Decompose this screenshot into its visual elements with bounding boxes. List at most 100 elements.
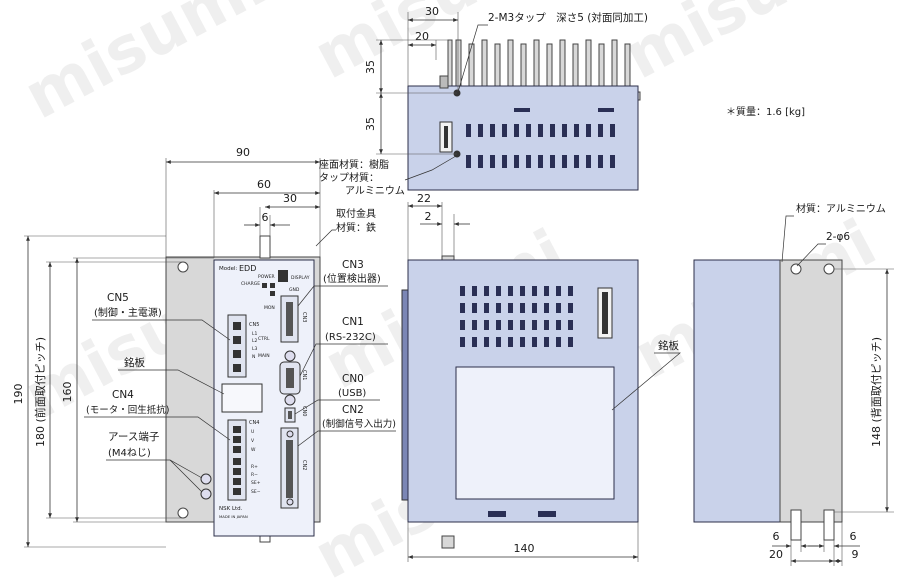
dim-side-22: 22 xyxy=(417,192,431,205)
svg-text:L3: L3 xyxy=(252,346,258,352)
vent-slot xyxy=(562,155,567,168)
vent-slot xyxy=(520,286,525,296)
vent-slot xyxy=(586,124,591,137)
mass-note: ＊質量：1.6 [kg] xyxy=(726,105,805,118)
vent-slot xyxy=(568,320,573,330)
svg-text:U: U xyxy=(251,429,254,435)
vent-slot xyxy=(460,320,465,330)
mount-hole xyxy=(177,261,189,273)
panel-brand: NSK Ltd. xyxy=(219,506,243,512)
vent-slot xyxy=(514,124,519,137)
svg-text:W: W xyxy=(251,447,256,453)
heatsink-fin xyxy=(494,43,501,93)
vent-slot xyxy=(538,155,543,168)
vent-slot xyxy=(466,124,471,137)
label-mount-bracket: 取付金具 xyxy=(336,207,376,220)
vent-slot xyxy=(490,155,495,168)
vent-slot xyxy=(610,155,615,168)
vent-slot xyxy=(520,337,525,347)
label-tap: 2-M3タップ 深さ5 (対面同加工) xyxy=(488,11,648,24)
back-hole xyxy=(790,263,802,275)
label-side-nameplate: 銘板 xyxy=(658,339,679,352)
heatsink-fin xyxy=(559,39,566,93)
seven-seg-display xyxy=(278,270,288,282)
watermark-text: misumi xyxy=(613,0,878,94)
heatsink-fin xyxy=(481,39,488,93)
vent-slot xyxy=(514,155,519,168)
vent-slot xyxy=(520,320,525,330)
vent-slot xyxy=(568,337,573,347)
vent-slot xyxy=(460,337,465,347)
label-cn5: CN5 xyxy=(107,292,129,304)
vent-slot xyxy=(508,320,513,330)
dim-back-9: 9 xyxy=(852,548,859,561)
panel-charge-label: CHARGE xyxy=(241,281,260,287)
top-slot xyxy=(259,235,271,259)
vent-slot xyxy=(460,303,465,313)
vent-slot xyxy=(484,303,489,313)
heatsink-fin xyxy=(507,39,514,93)
vent-slot xyxy=(550,124,555,137)
svg-text:V: V xyxy=(251,438,255,444)
vent-slot xyxy=(520,303,525,313)
heatsink-fin xyxy=(611,39,618,93)
vent-slot xyxy=(472,286,477,296)
panel-cn5-label: CN5 xyxy=(249,322,259,328)
vent-slot xyxy=(556,303,561,313)
label-cn3: CN3 xyxy=(342,259,364,271)
back-mount-plate xyxy=(779,259,843,523)
back-slot xyxy=(790,509,802,541)
panel-cn1-label: CN1 xyxy=(301,370,307,380)
label-seat-material: 座面材質：樹脂 xyxy=(319,158,389,171)
heatsink-fin xyxy=(520,43,527,93)
heatsink-fin xyxy=(624,43,631,93)
vent-slot xyxy=(544,337,549,347)
panel-display-label: DISPLAY xyxy=(291,275,310,281)
svg-text:L2: L2 xyxy=(252,338,258,344)
dim-front-width-60: 60 xyxy=(257,178,271,191)
svg-text:R+: R+ xyxy=(251,464,258,470)
heatsink-fin xyxy=(572,43,579,93)
vent-slot xyxy=(562,124,567,137)
dim-front-height-190: 190 xyxy=(12,384,25,405)
dim-top-20: 20 xyxy=(415,30,429,43)
heatsink-fin xyxy=(546,43,553,93)
dim-front-height-160: 160 xyxy=(61,382,74,403)
back-body xyxy=(693,259,781,523)
dim-back-148: 148 (背面取付ピッチ) xyxy=(869,337,883,447)
vent-slot xyxy=(598,124,603,137)
vent-slot xyxy=(532,337,537,347)
svg-text:SE+: SE+ xyxy=(251,480,261,486)
vent-slot xyxy=(472,337,477,347)
dim-side-2: 2 xyxy=(425,210,432,223)
earth-screw xyxy=(200,473,212,485)
back-slot xyxy=(823,509,835,541)
mount-hole xyxy=(177,507,189,519)
label-mount-material: 材質：鉄 xyxy=(336,221,376,234)
panel-main-label: MAIN xyxy=(258,353,270,359)
side-nameplate xyxy=(455,366,615,500)
label-earth-terminal: アース端子 xyxy=(108,430,159,443)
heatsink-fin xyxy=(585,39,592,93)
back-hole xyxy=(823,263,835,275)
vent-slot xyxy=(532,286,537,296)
vent-slot xyxy=(556,320,561,330)
vent-slot xyxy=(610,124,615,137)
vent-slot xyxy=(472,303,477,313)
dim-front-width-90: 90 xyxy=(236,146,250,159)
label-cn1: CN1 xyxy=(342,316,364,328)
label-cn0: CN0 xyxy=(342,373,364,385)
svg-text:N: N xyxy=(252,354,255,360)
label-tap-material-2: アルミニウム xyxy=(345,185,405,197)
panel-mon-label: MON xyxy=(264,305,275,311)
vent-slot xyxy=(556,286,561,296)
vent-slot xyxy=(496,286,501,296)
dim-back-20: 20 xyxy=(769,548,783,561)
panel-model-label: Model: xyxy=(219,266,238,272)
svg-text:R−: R− xyxy=(251,472,258,478)
dim-front-width-30: 30 xyxy=(283,192,297,205)
back-view: 材質：アルミニウム 2-φ6 148 (背面取付ピッチ) 6 6 20 9 xyxy=(693,202,894,566)
top-view: 30 20 35 35 2-M3タップ 深さ5 (対面同加工) 座面材質：樹脂 … xyxy=(319,5,648,197)
panel-power-label: POWER xyxy=(258,274,275,280)
